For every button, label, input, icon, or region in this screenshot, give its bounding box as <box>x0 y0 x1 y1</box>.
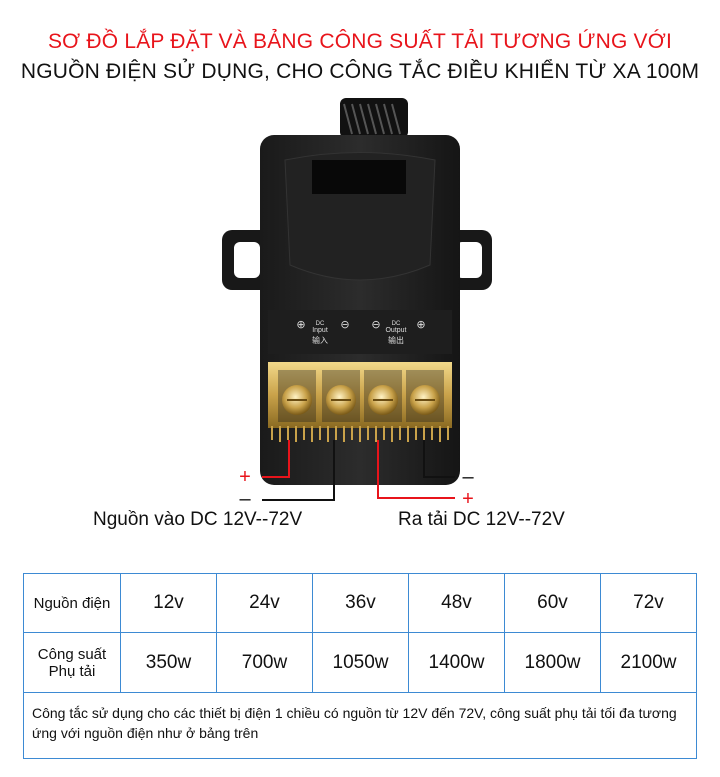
voltage-cell: 12v <box>120 573 217 633</box>
voltage-cell: 72v <box>600 573 697 633</box>
input-cn-label: 输入 <box>312 335 328 345</box>
voltage-cell: 48v <box>408 573 505 633</box>
svg-text:⊖: ⊖ <box>371 318 380 331</box>
output-minus-sign: – <box>462 466 474 488</box>
wire-input-negative <box>262 440 335 501</box>
power-row-label: Công suất Phụ tải <box>23 632 121 693</box>
table-row-voltage: Nguồn điện 12v 24v 36v 48v 60v 72v <box>23 573 697 633</box>
dc-label-right: DC <box>392 321 401 327</box>
load-capacity-table: Nguồn điện 12v 24v 36v 48v 60v 72v Công … <box>23 573 697 759</box>
power-cell: 2100w <box>600 632 697 693</box>
table-row-power: Công suất Phụ tải 350w 700w 1050w 1400w … <box>23 632 697 693</box>
output-load-caption: Ra tải DC 12V--72V <box>398 509 565 530</box>
table-row-note: Công tắc sử dụng cho các thiết bị điện 1… <box>23 692 697 759</box>
input-label: Input <box>312 327 328 334</box>
input-power-caption: Nguồn vào DC 12V--72V <box>93 509 303 530</box>
terminal-label-strip: ⊕ DC Input 输入 ⊖ ⊖ DC Output 输出 ⊕ <box>296 318 425 345</box>
power-cell: 700w <box>216 632 313 693</box>
output-plus-sign: + <box>462 488 474 510</box>
power-cell: 1800w <box>504 632 601 693</box>
terminal-screw-1 <box>278 370 316 422</box>
terminal-screw-4 <box>406 370 444 422</box>
svg-text:⊕: ⊕ <box>416 318 425 331</box>
power-row-label-line1: Công suất <box>37 645 107 663</box>
svg-text:⊖: ⊖ <box>340 318 349 331</box>
voltage-cell: 24v <box>216 573 313 633</box>
output-cn-label: 输出 <box>388 335 404 345</box>
mounting-ear-left <box>222 230 272 290</box>
voltage-cell: 60v <box>504 573 601 633</box>
dc-label-left: DC <box>316 321 325 327</box>
terminal-block <box>268 362 452 442</box>
title-line-1: SƠ ĐỒ LẮP ĐẶT VÀ BẢNG CÔNG SUẤT TẢI TƯƠN… <box>47 30 673 53</box>
power-cell: 1400w <box>408 632 505 693</box>
title-line-2: NGUỒN ĐIỆN SỬ DỤNG, CHO CÔNG TẮC ĐIỀU KH… <box>20 60 700 83</box>
antenna-coil <box>340 98 408 138</box>
svg-text:⊕: ⊕ <box>296 318 305 331</box>
terminal-screw-3 <box>364 370 402 422</box>
power-row-label-line2: Phụ tải <box>48 662 96 680</box>
power-cell: 350w <box>120 632 217 693</box>
terminal-screw-2 <box>322 370 360 422</box>
power-cell: 1050w <box>312 632 409 693</box>
output-label: Output <box>385 327 406 334</box>
voltage-cell: 36v <box>312 573 409 633</box>
wire-output-negative <box>423 440 455 478</box>
wire-output-positive <box>377 440 455 499</box>
input-plus-sign: + <box>239 466 251 488</box>
wiring-diagram: ⊕ DC Input 输入 ⊖ ⊖ DC Output 输出 ⊕ <box>222 98 492 510</box>
voltage-row-label: Nguồn điện <box>23 573 121 633</box>
wire-input-positive <box>262 440 290 478</box>
input-minus-sign: – <box>239 488 251 510</box>
usage-note: Công tắc sử dụng cho các thiết bị điện 1… <box>23 692 697 759</box>
